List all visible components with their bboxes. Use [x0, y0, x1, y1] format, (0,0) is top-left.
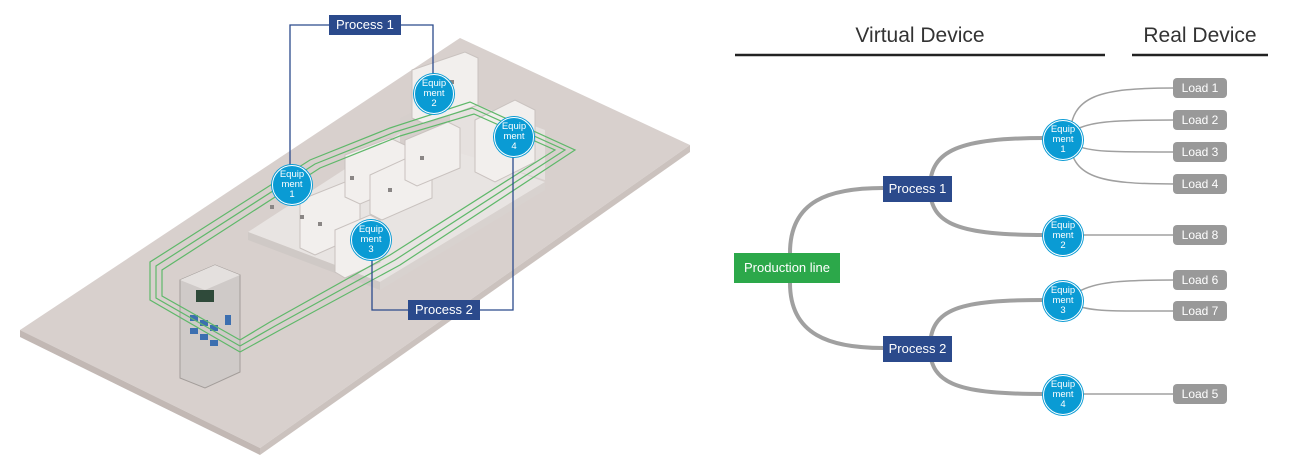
scene-equipment-3-line1: Equip	[358, 224, 384, 235]
tree-equipment-2-num: 2	[1060, 240, 1066, 251]
tree-equipment-2-line1: Equip	[1050, 220, 1076, 231]
load-1-node: Load 1	[1173, 78, 1227, 98]
load-7-node: Load 7	[1173, 301, 1227, 321]
tree-equipment-4-line1: Equip	[1050, 379, 1076, 390]
tree-equipment-2-node: Equip ment 2	[1043, 216, 1083, 256]
load-8-node: Load 8	[1173, 225, 1227, 245]
scene-equipment-2-num: 2	[431, 98, 437, 109]
tree-equipment-1-node: Equip ment 1	[1043, 120, 1083, 160]
scene-equipment-2-node: Equip ment 2	[414, 74, 454, 114]
scene-equipment-1-line1: Equip	[279, 169, 305, 180]
load-3-node: Load 3	[1173, 142, 1227, 162]
tree-equipment-1-line2: ment	[1052, 134, 1074, 145]
scene-equipment-1-node: Equip ment 1	[272, 165, 312, 205]
scene-equipment-1-line2: ment	[281, 179, 303, 190]
tree-equipment-3-line2: ment	[1052, 295, 1074, 306]
scene-equipment-4-line1: Equip	[501, 121, 527, 132]
scene-equipment-4-node: Equip ment 4	[494, 117, 534, 157]
tree-equipment-3-num: 3	[1060, 305, 1066, 316]
scene-equipment-4-num: 4	[511, 141, 517, 152]
tree-equipment-1-num: 1	[1060, 144, 1066, 155]
load-4-node: Load 4	[1173, 174, 1227, 194]
process-1-node: Process 1	[883, 176, 952, 202]
scene-process-2-label: Process 2	[408, 300, 480, 320]
scene-equipment-2-line1: Equip	[421, 78, 447, 89]
scene-equipment-1-num: 1	[289, 189, 295, 200]
load-2-node: Load 2	[1173, 110, 1227, 130]
scene-equipment-2-line2: ment	[423, 88, 445, 99]
scene-process-1-label: Process 1	[329, 15, 401, 35]
tree-equipment-2-line2: ment	[1052, 230, 1074, 241]
process-2-node: Process 2	[883, 336, 952, 362]
scene-equipment-3-node: Equip ment 3	[351, 220, 391, 260]
virtual-device-title: Virtual Device	[855, 24, 985, 47]
load-5-node: Load 5	[1173, 384, 1227, 404]
tree-equipment-1-line1: Equip	[1050, 124, 1076, 135]
scene-equipment-4-line2: ment	[503, 131, 525, 142]
tree-equipment-4-line2: ment	[1052, 389, 1074, 400]
load-6-node: Load 6	[1173, 270, 1227, 290]
production-line-node: Production line	[734, 253, 840, 283]
real-device-title: Real Device	[1143, 24, 1257, 47]
scene-equipment-3-num: 3	[368, 244, 374, 255]
scene-equipment-3-line2: ment	[360, 234, 382, 245]
tree-equipment-4-num: 4	[1060, 399, 1066, 410]
tree-equipment-4-node: Equip ment 4	[1043, 375, 1083, 415]
tree-equipment-3-line1: Equip	[1050, 285, 1076, 296]
tree-equipment-3-node: Equip ment 3	[1043, 281, 1083, 321]
